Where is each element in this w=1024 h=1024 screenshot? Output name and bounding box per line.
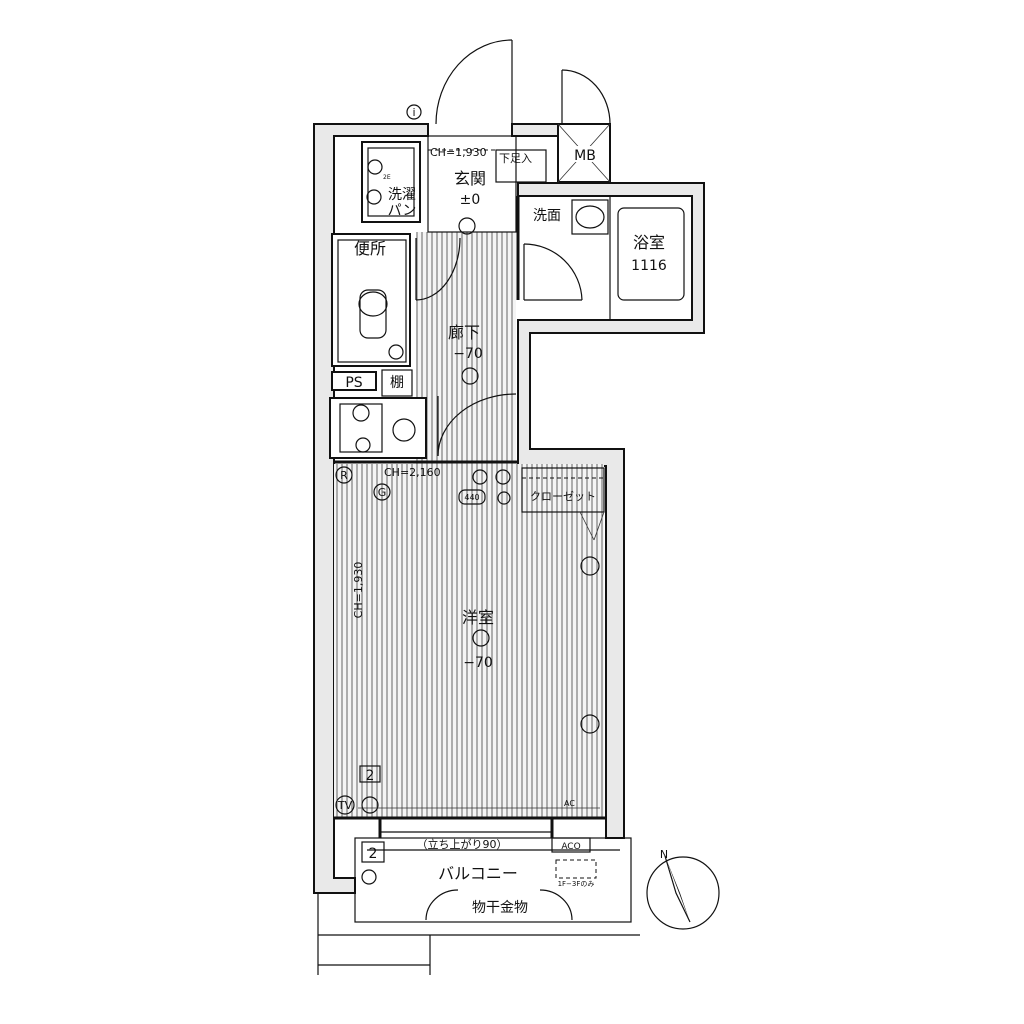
compass-n-label: N xyxy=(660,848,668,861)
pipe-space-label: PS xyxy=(345,375,362,391)
marker-i: i xyxy=(412,106,415,119)
laundry-pan xyxy=(361,141,421,223)
marker-g: G xyxy=(378,486,387,499)
balcony-label: バルコニー xyxy=(438,864,518,883)
window-tag-upper: 2 xyxy=(366,768,375,784)
floor-note: 1F−3Fのみ xyxy=(558,880,595,888)
drying-hardware-label: 物干金物 xyxy=(472,900,528,916)
western-room-label: 洋室 xyxy=(462,608,494,627)
hallway-floor xyxy=(416,232,516,464)
marker-r: R xyxy=(340,469,348,482)
entrance-level: ±0 xyxy=(460,192,481,208)
ac-label: ACO xyxy=(561,842,580,852)
window-tag-lower: 2 xyxy=(369,846,378,862)
kitchen-niche xyxy=(329,393,517,459)
closet-label: クローゼット xyxy=(530,490,596,503)
entrance-door[interactable] xyxy=(435,39,513,125)
shoe-storage-label: 下足入 xyxy=(499,152,532,165)
ceiling-entrance-label: CH=1,930 xyxy=(430,146,487,159)
entrance-label: 玄関 xyxy=(454,169,486,188)
balcony xyxy=(317,837,640,975)
closet xyxy=(521,467,605,541)
ceiling-room-label: CH=2,160 xyxy=(384,466,441,479)
ceiling-side-label: CH=1,930 xyxy=(352,562,365,619)
toilet-label: 便所 xyxy=(354,239,386,258)
laundry-label-2: パン xyxy=(388,203,417,219)
interior-walls xyxy=(334,460,606,838)
bathroom-size: 1116 xyxy=(631,258,667,274)
marker-2e: 2E xyxy=(383,174,391,181)
step-note: （立ち上がり90） xyxy=(417,837,508,851)
washroom-label: 洗面 xyxy=(533,208,561,224)
ps-shelf xyxy=(331,369,413,397)
outer-walls xyxy=(313,123,705,894)
laundry-label-1: 洗濯 xyxy=(388,187,416,203)
code-440: 440 xyxy=(464,493,479,502)
hallway-level: −70 xyxy=(453,346,483,362)
western-room-floor xyxy=(334,464,604,819)
bathroom-label: 浴室 xyxy=(633,233,665,252)
meter-box-label: MB xyxy=(574,148,596,164)
entrance-area xyxy=(427,135,547,235)
marker-ac: AC xyxy=(564,799,575,808)
marker-tv: TV xyxy=(337,799,353,812)
toilet-room xyxy=(331,233,461,367)
meter-box xyxy=(557,69,611,183)
shelf-label: 棚 xyxy=(390,375,404,391)
wash-bath-area xyxy=(516,196,685,320)
hallway-label: 廊下 xyxy=(448,323,480,342)
north-compass xyxy=(646,855,720,930)
room-fixtures xyxy=(335,367,600,815)
western-room-level: −70 xyxy=(463,655,493,671)
